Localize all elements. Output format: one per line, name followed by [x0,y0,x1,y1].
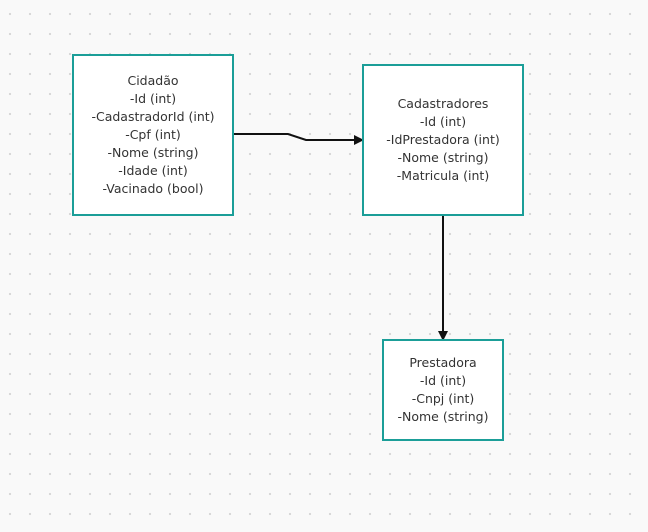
entity-field: -Id (int) [419,373,467,388]
entity-field: -Matricula (int) [396,168,490,183]
entity-field: -Vacinado (bool) [102,181,204,196]
entity-field: -Nome (string) [107,145,199,160]
entity-title: Cidadão [127,73,179,88]
entity-field: -Idade (int) [118,163,188,178]
entity-cidadao[interactable]: Cidadão -Id (int) -CadastradorId (int) -… [72,54,234,216]
entity-field: -Nome (string) [397,150,489,165]
entity-prestadora[interactable]: Prestadora -Id (int) -Cnpj (int) -Nome (… [382,339,504,441]
entity-title: Cadastradores [397,96,489,111]
entity-field: -Cpf (int) [125,127,181,142]
entity-field: -Id (int) [129,91,177,106]
entity-field: -CadastradorId (int) [91,109,215,124]
entity-title: Prestadora [409,355,477,370]
entity-field: -Id (int) [419,114,467,129]
entity-field: -Cnpj (int) [411,391,475,406]
entity-cadastradores[interactable]: Cadastradores -Id (int) -IdPrestadora (i… [362,64,524,216]
entity-field: -Nome (string) [397,409,489,424]
connector-cidadao-to-cadastradores[interactable] [234,133,364,145]
entity-field: -IdPrestadora (int) [386,132,500,147]
